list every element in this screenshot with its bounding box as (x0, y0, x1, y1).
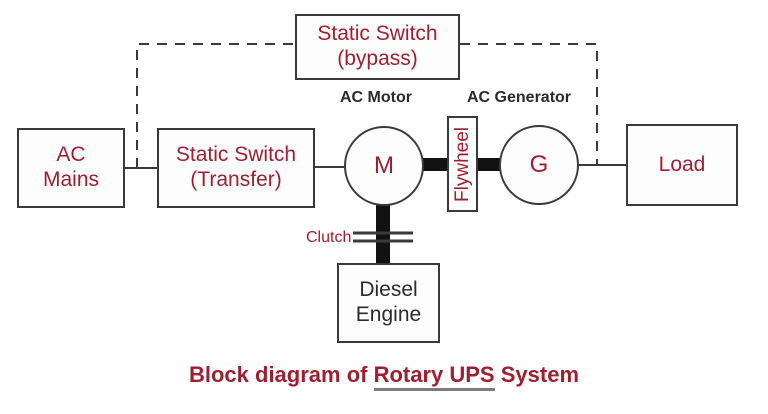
node-ac-motor[interactable]: M (344, 126, 424, 206)
node-ac-generator[interactable]: G (499, 125, 579, 205)
shaft-flywheel-to-generator (477, 158, 501, 171)
static-switch-transfer-line-1: Static Switch (175, 143, 297, 167)
caption-suffix: System (494, 362, 580, 387)
ac-generator-label: AC Generator (467, 89, 572, 106)
flywheel-label: Flywheel (451, 126, 473, 202)
caption-emphasis: Rotary UPS (373, 362, 495, 391)
node-static-switch-transfer[interactable]: Static Switch (Transfer) (157, 128, 315, 208)
load-label: Load (658, 152, 706, 176)
static-switch-bypass-line-2: (bypass) (337, 47, 418, 70)
ac-generator-symbol: G (529, 151, 549, 178)
diesel-engine-line-2: Engine (355, 303, 422, 326)
node-ac-mains[interactable]: AC Mains (17, 128, 125, 208)
static-switch-bypass-line-1: Static Switch (317, 22, 438, 46)
node-load[interactable]: Load (626, 124, 738, 206)
ac-mains-line-1: AC (56, 143, 86, 167)
clutch-label: Clutch (306, 229, 352, 246)
ac-motor-label: AC Motor (340, 89, 412, 106)
diagram-caption: Block diagram of Rotary UPS System (0, 362, 768, 391)
caption-prefix: Block diagram of (188, 362, 374, 387)
ac-mains-line-2: Mains (42, 168, 100, 191)
static-switch-transfer-line-2: (Transfer) (190, 168, 282, 191)
diesel-engine-line-1: Diesel (359, 278, 418, 302)
ac-motor-symbol: M (374, 152, 394, 179)
shaft-motor-to-flywheel (420, 158, 449, 171)
node-diesel-engine[interactable]: Diesel Engine (337, 263, 440, 343)
dashed-bypass-output-path (460, 43, 598, 165)
node-static-switch-bypass[interactable]: Static Switch (bypass) (295, 14, 460, 80)
dashed-bypass-input-path (136, 43, 295, 168)
node-flywheel[interactable]: Flywheel (447, 116, 478, 212)
